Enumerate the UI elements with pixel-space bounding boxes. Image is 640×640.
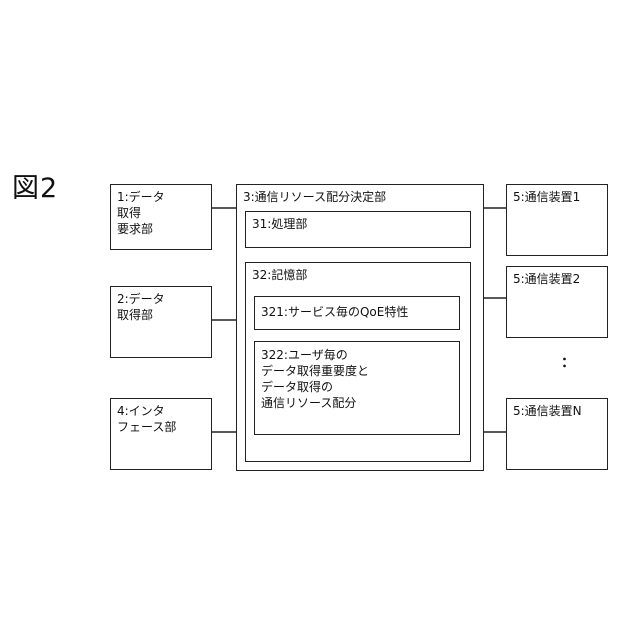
resource-decision-label: 3:通信リソース配分決定部 — [237, 185, 483, 205]
comm-device-1-label: 5:通信装置1 — [507, 185, 607, 205]
data-request-box: 1:データ 取得 要求部 — [110, 184, 212, 250]
importance-box: 322:ユーザ毎の データ取得重要度と データ取得の 通信リソース配分 — [254, 341, 460, 435]
comm-device-n-label: 5:通信装置N — [507, 399, 607, 419]
importance-label: 322:ユーザ毎の データ取得重要度と データ取得の 通信リソース配分 — [255, 342, 459, 411]
processing-box: 31:処理部 — [245, 211, 471, 248]
comm-device-2-label: 5:通信装置2 — [507, 267, 607, 287]
qoe-label: 321:サービス毎のQoE特性 — [255, 297, 459, 320]
comm-device-1-box: 5:通信装置1 — [506, 184, 608, 256]
comm-device-n-box: 5:通信装置N — [506, 398, 608, 470]
qoe-box: 321:サービス毎のQoE特性 — [254, 296, 460, 330]
storage-label: 32:記憶部 — [246, 263, 470, 283]
interface-box: 4:インタ フェース部 — [110, 398, 212, 470]
ellipsis-mark: ： — [561, 352, 575, 372]
data-acquire-box: 2:データ 取得部 — [110, 286, 212, 358]
comm-device-2-box: 5:通信装置2 — [506, 266, 608, 338]
data-request-label: 1:データ 取得 要求部 — [111, 185, 211, 237]
interface-label: 4:インタ フェース部 — [111, 399, 211, 435]
processing-label: 31:処理部 — [246, 212, 470, 232]
data-acquire-label: 2:データ 取得部 — [111, 287, 211, 323]
